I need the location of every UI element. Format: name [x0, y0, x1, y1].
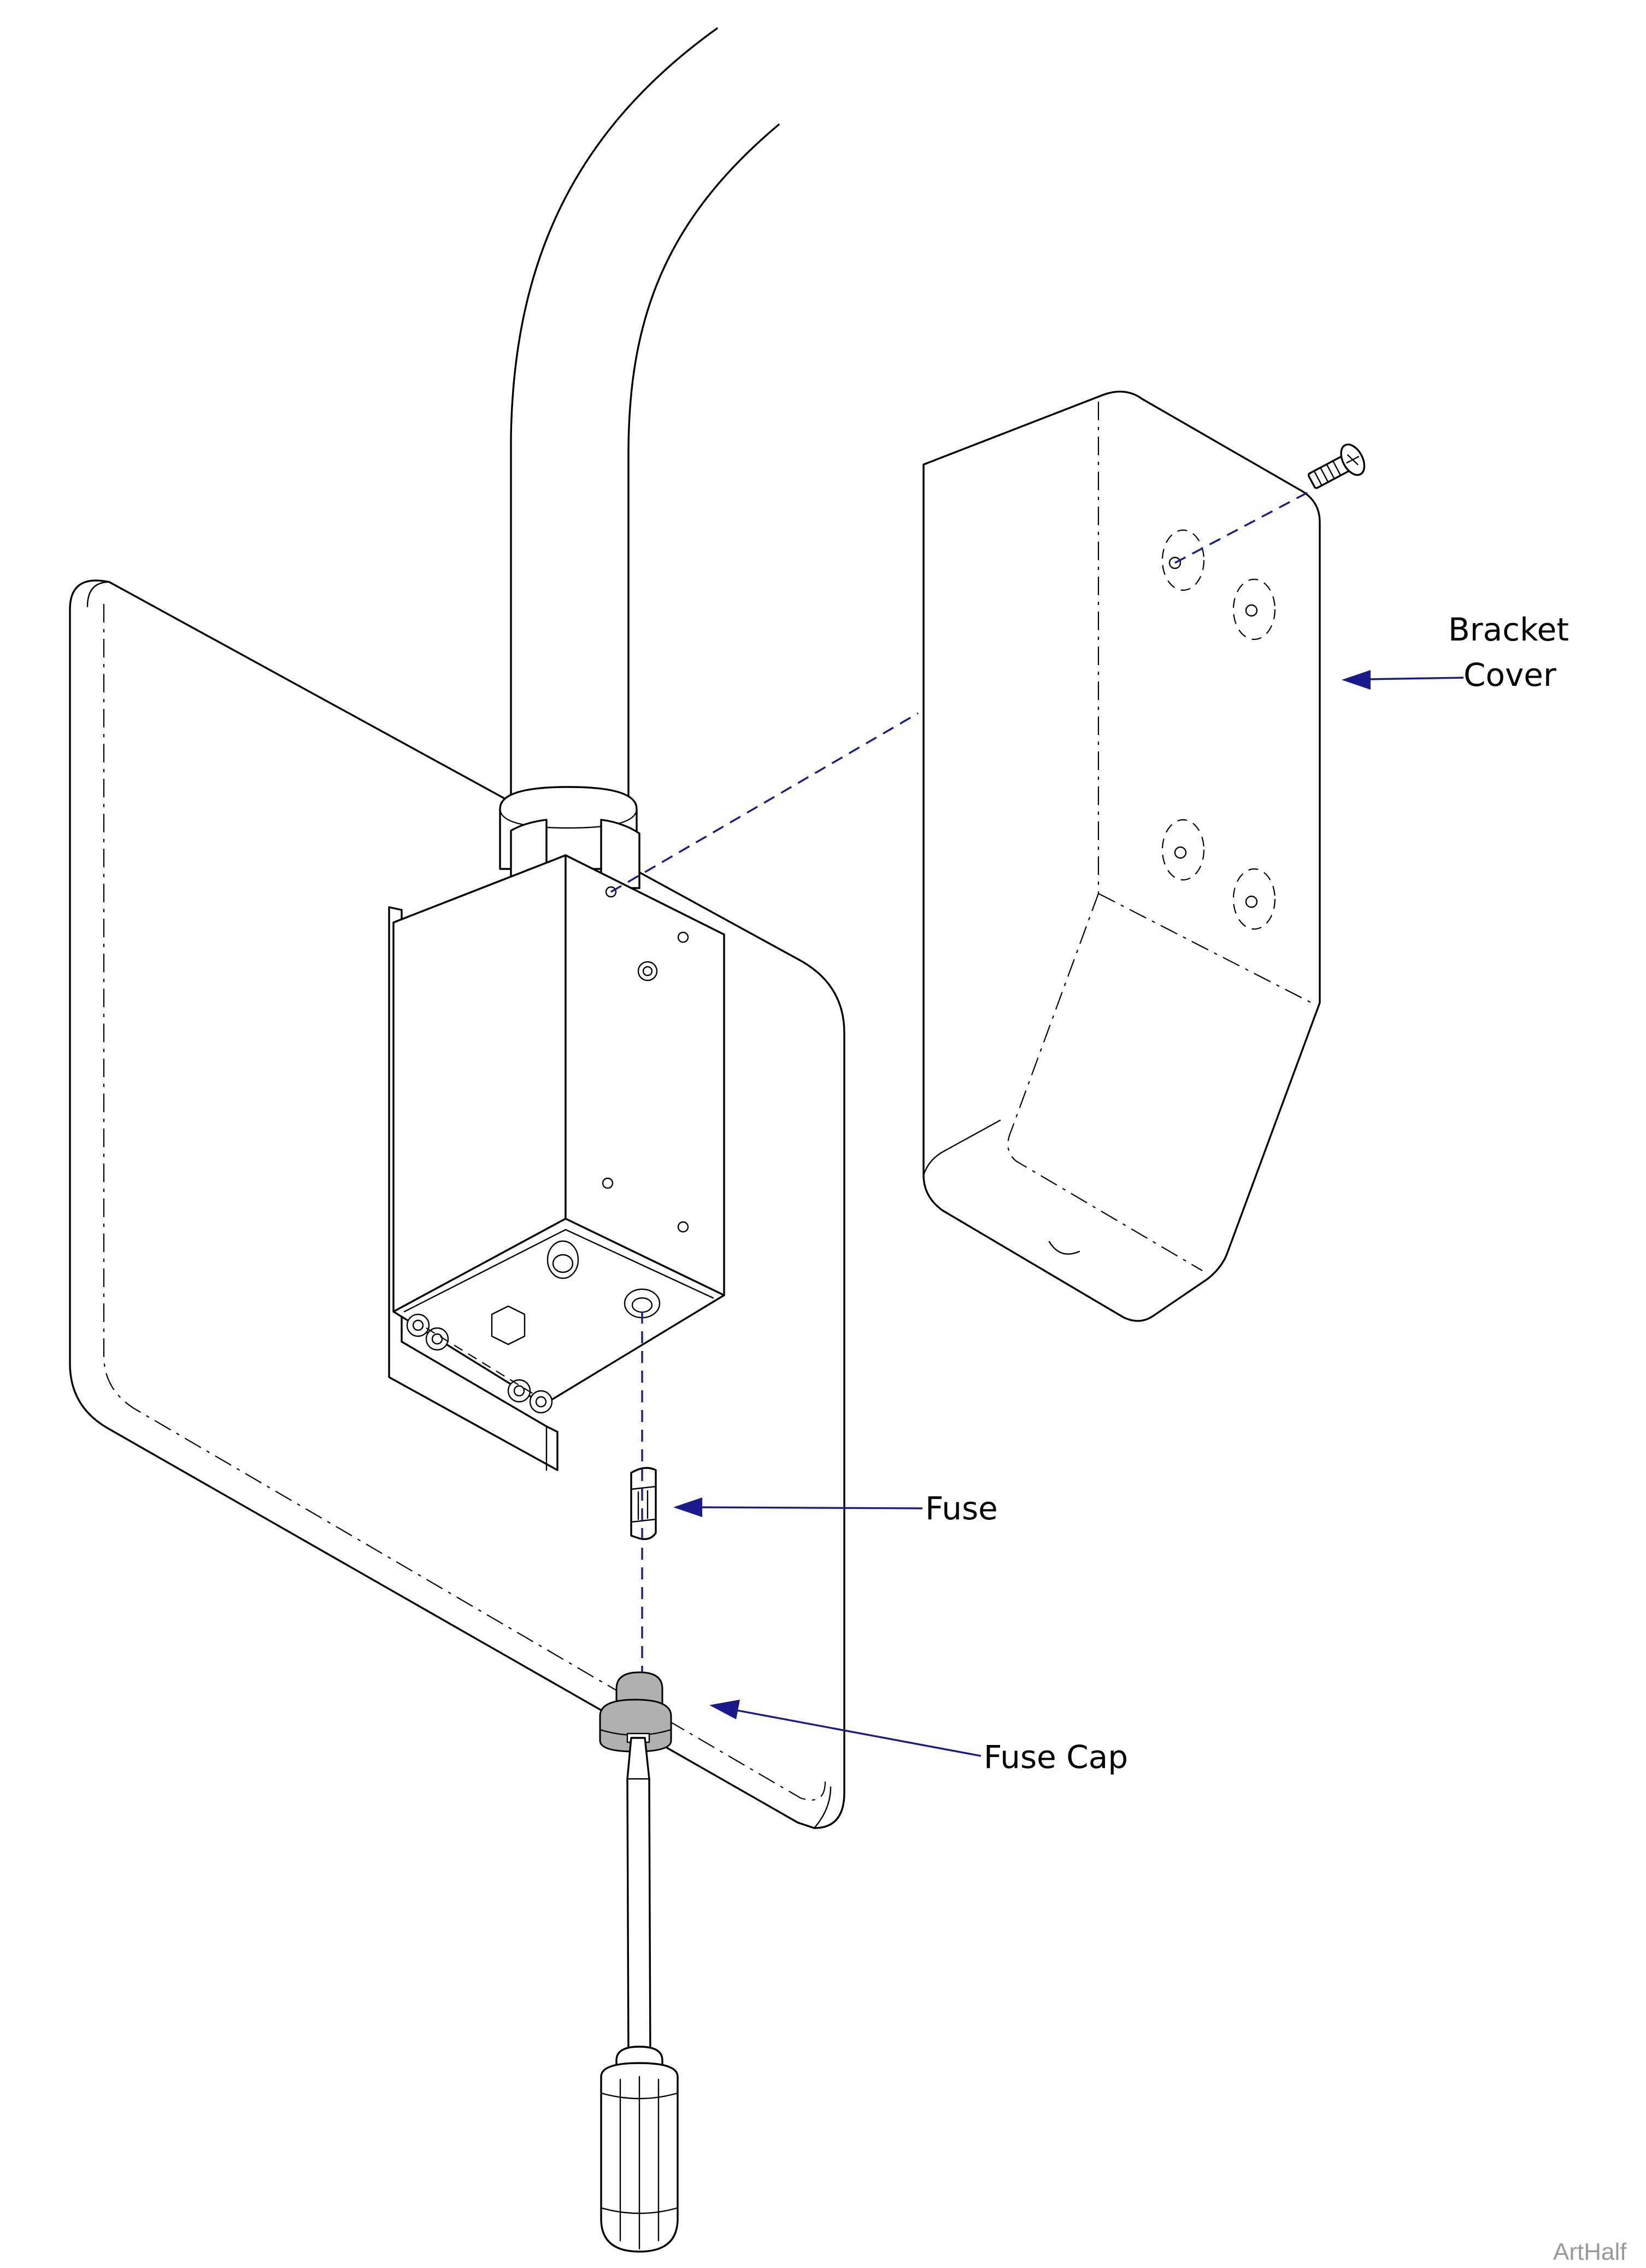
fuse-cap-arrowhead — [709, 1700, 740, 1719]
fuse-arrowhead — [673, 1497, 702, 1517]
arm-collar — [499, 786, 640, 889]
fuse-box — [392, 854, 725, 1414]
cover-screw — [1307, 443, 1366, 489]
bracket-cover — [922, 390, 1321, 1322]
assembly-guides — [610, 491, 1309, 1672]
screwdriver — [600, 1737, 679, 2253]
bracket-cover-label-line2: Cover — [1463, 656, 1556, 694]
bracket-cover-arrowhead — [1342, 670, 1371, 690]
bracket-cover-label-line1: Bracket — [1448, 611, 1569, 648]
watermark: ArtHalf — [1553, 2238, 1627, 2265]
fuse — [630, 1467, 657, 1540]
support-arm — [510, 27, 780, 799]
fuse-label: Fuse — [925, 1490, 998, 1527]
callout-leaders — [673, 670, 1464, 1757]
fuse-cap-label: Fuse Cap — [984, 1738, 1128, 1776]
